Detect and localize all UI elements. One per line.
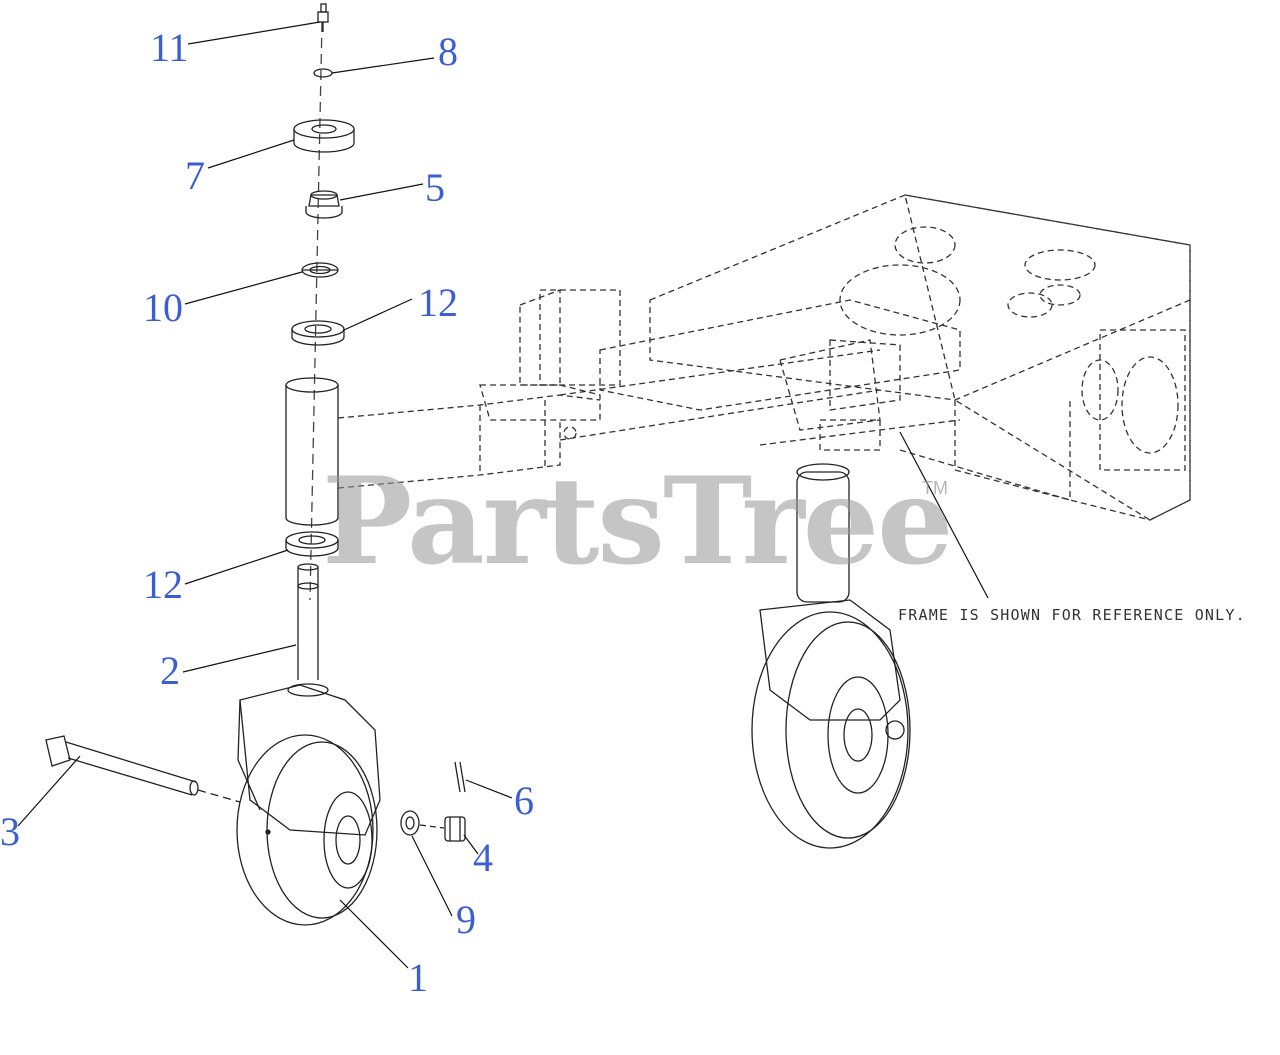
reference-caster-wheel: [751, 463, 911, 849]
part-3-axle-bolt: [45, 735, 241, 803]
part-1-caster-wheel: [236, 684, 381, 926]
leader-lines: [17, 21, 989, 969]
part-4-castle-nut: [419, 816, 466, 842]
callout-6: 6: [514, 778, 534, 823]
callout-9: 9: [456, 897, 476, 942]
assembly-axis: [309, 21, 323, 601]
callout-8: 8: [438, 29, 458, 74]
callout-12-lower: 12: [143, 562, 183, 607]
watermark-brand: PartsTree: [322, 451, 953, 592]
callout-3: 3: [0, 809, 20, 854]
callout-1: 1: [408, 955, 428, 1000]
callout-11: 11: [150, 25, 189, 70]
part-2-spindle: [287, 563, 329, 697]
callout-5: 5: [425, 165, 445, 210]
part-8-washer: [313, 68, 333, 78]
callout-12-upper: 12: [418, 280, 458, 325]
watermark-trademark: TM: [922, 478, 948, 498]
reference-frame: [337, 194, 1191, 521]
pivot-tube: [285, 377, 339, 526]
callout-7: 7: [185, 153, 205, 198]
callout-4: 4: [473, 835, 493, 880]
reference-note: FRAME IS SHOWN FOR REFERENCE ONLY.: [898, 606, 1246, 624]
part-12-upper-bearing: [291, 320, 345, 346]
callout-10: 10: [143, 285, 183, 330]
part-12-lower-bearing: [285, 531, 339, 557]
callout-2: 2: [160, 648, 180, 693]
part-6-cotter-pin: [454, 761, 466, 793]
part-7-cap: [293, 119, 355, 153]
part-10-seal: [301, 262, 339, 278]
part-9-washer: [400, 810, 420, 836]
part-11-bolt: [317, 3, 329, 32]
part-5-nut: [305, 190, 343, 219]
